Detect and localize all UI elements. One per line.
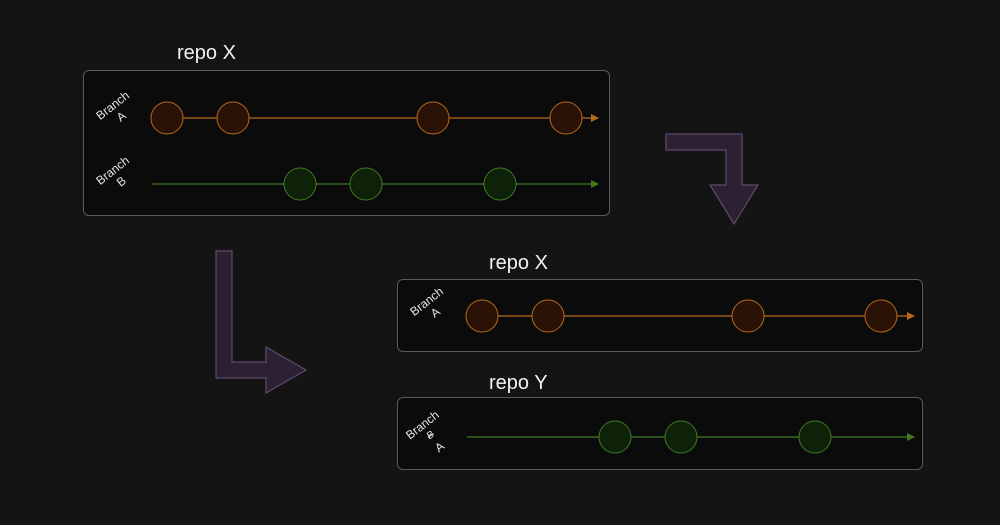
commit-node xyxy=(598,420,632,454)
commit-node xyxy=(664,420,698,454)
commit-node xyxy=(416,101,450,135)
commit-node xyxy=(483,167,517,201)
repo-title-before: repo X xyxy=(177,42,236,64)
commit-node xyxy=(731,299,765,333)
commit-node xyxy=(283,167,317,201)
repo-box-before xyxy=(83,70,610,216)
commit-node xyxy=(531,299,565,333)
repo-box-after-y xyxy=(397,397,923,470)
commit-node xyxy=(216,101,250,135)
commit-node xyxy=(465,299,499,333)
bent-arrow-icon xyxy=(665,133,760,226)
commit-node xyxy=(349,167,383,201)
commit-node xyxy=(864,299,898,333)
commit-node xyxy=(798,420,832,454)
repo-title-after-y: repo Y xyxy=(489,372,548,394)
commit-node xyxy=(549,101,583,135)
bent-arrow-icon xyxy=(215,250,308,395)
commit-node xyxy=(150,101,184,135)
repo-title-after-x: repo X xyxy=(489,252,548,274)
